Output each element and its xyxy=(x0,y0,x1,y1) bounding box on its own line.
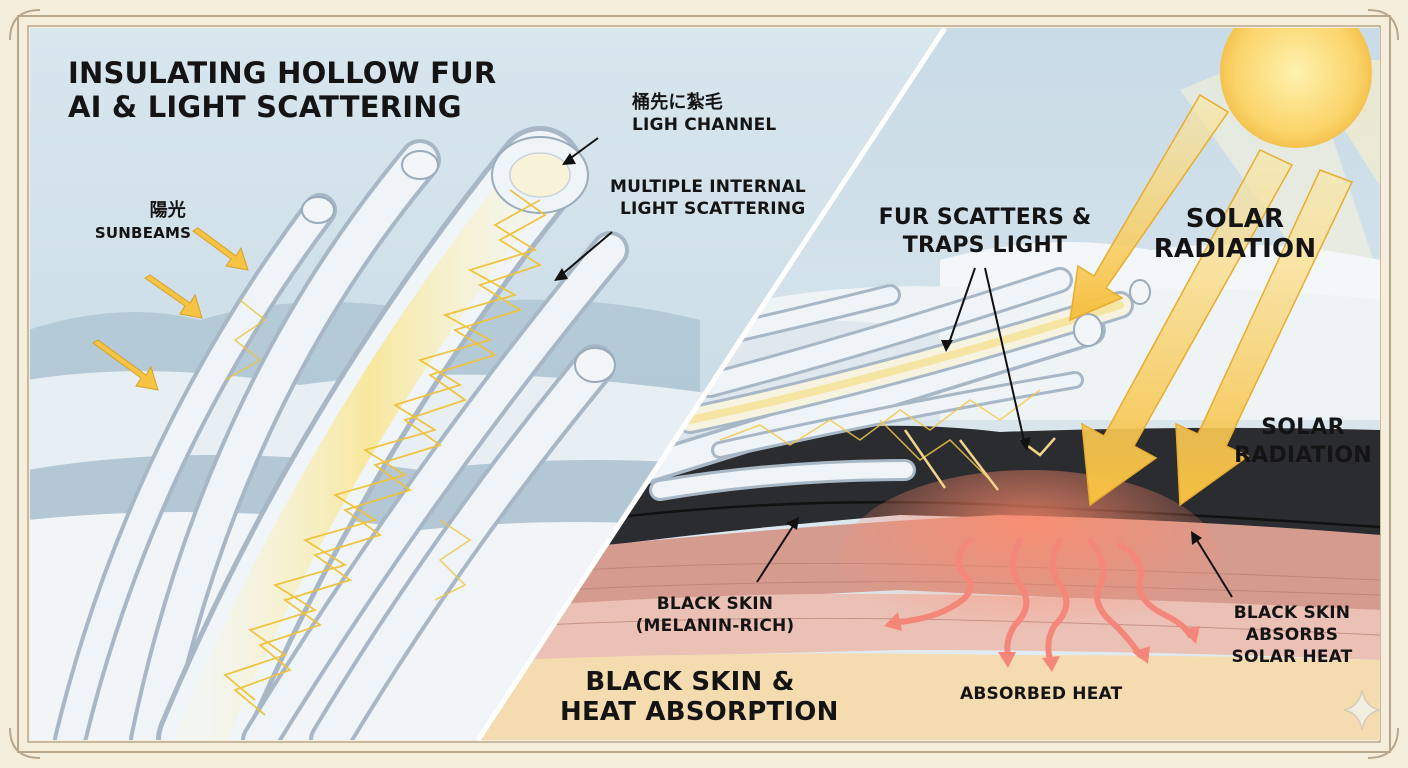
bottom-title: BLACK SKIN & HEAT ABSORPTION xyxy=(560,667,839,727)
left-title-line2: AI & LIGHT SCATTERING xyxy=(68,90,462,124)
fur-tube-1 xyxy=(53,193,337,740)
black-skin-label: BLACK SKIN (MELANIN-RICH) xyxy=(630,593,800,637)
sunbeam-arrows xyxy=(92,227,249,391)
fur-strand-3 xyxy=(697,267,1073,398)
bottom-title-line1: BLACK SKIN & xyxy=(585,667,795,697)
tip-label-en: LIGH CHANNEL xyxy=(632,115,777,135)
solar-right-label: SOLAR RADIATION xyxy=(1228,414,1378,470)
fur-traps-label-line2: TRAPS LIGHT xyxy=(902,233,1068,258)
fur-traps-label-line1: FUR SCATTERS & xyxy=(878,205,1092,230)
bottom-title-line2: HEAT ABSORPTION xyxy=(560,697,839,727)
sunbeams-label-jp: 陽光 xyxy=(149,200,186,221)
solar-beams xyxy=(1069,93,1354,507)
light-scatter-zigzag xyxy=(223,189,547,716)
scatter-label-line2: LIGHT SCATTERING xyxy=(620,199,806,219)
fur-tube-2 xyxy=(129,139,441,740)
fur-strand-1 xyxy=(624,314,1106,486)
solar-top-label-line2: RADIATION xyxy=(1153,234,1317,264)
sunbeams-label: 陽光 SUNBEAMS xyxy=(88,200,198,244)
left-title-line1: INSULATING HOLLOW FUR xyxy=(68,56,497,90)
fur-light-zigzag xyxy=(719,389,1041,481)
base-layer xyxy=(478,653,1380,740)
heat-arrowheads xyxy=(884,612,1200,672)
frame-corners xyxy=(9,9,1399,759)
sun-icon xyxy=(1220,28,1372,148)
black-skin-label-line2: (MELANIN-RICH) xyxy=(635,616,795,636)
absorbs-label: BLACK SKIN ABSORBS SOLAR HEAT xyxy=(1222,602,1362,668)
solar-top-label-line1: SOLAR xyxy=(1185,204,1285,234)
panel-divider xyxy=(475,26,948,742)
heat-wave-icon xyxy=(897,537,1193,663)
absorbs-label-line2: ABSORBS xyxy=(1245,625,1339,645)
fur-tube-4 xyxy=(309,344,616,740)
black-skin-label-line1: BLACK SKIN xyxy=(656,594,774,614)
fur-strand-5 xyxy=(649,459,916,501)
fur-strand-4 xyxy=(676,291,1134,434)
arrow-icon xyxy=(559,137,1233,598)
frame-outer xyxy=(17,15,1391,753)
solar-right-label-line1: SOLAR xyxy=(1261,415,1345,440)
solar-top-label: SOLAR RADIATION xyxy=(1150,204,1320,264)
absorbs-label-line3: SOLAR HEAT xyxy=(1231,647,1353,667)
tip-label: 桶先に紮毛 LIGH CHANNEL xyxy=(632,92,776,136)
scatter-label: MULTIPLE INTERNAL LIGHT SCATTERING xyxy=(610,176,806,220)
fur-traps-label: FUR SCATTERS & TRAPS LIGHT xyxy=(870,204,1100,260)
fur-tube-main xyxy=(156,126,584,740)
scatter-label-line1: MULTIPLE INTERNAL xyxy=(610,177,806,197)
solar-right-label-line2: RADIATION xyxy=(1234,443,1372,468)
absorbs-label-line1: BLACK SKIN xyxy=(1233,603,1351,623)
fur-strand-6 xyxy=(711,371,1084,459)
sunbeams-label-en: SUNBEAMS xyxy=(94,224,192,242)
absorbed-heat-label: ABSORBED HEAT xyxy=(960,684,1123,704)
fur-tube-3 xyxy=(241,231,629,740)
left-title: INSULATING HOLLOW FUR AI & LIGHT SCATTER… xyxy=(68,56,496,124)
sparkle-icon xyxy=(1343,689,1381,731)
tip-label-jp: 桶先に紮毛 xyxy=(632,92,723,113)
